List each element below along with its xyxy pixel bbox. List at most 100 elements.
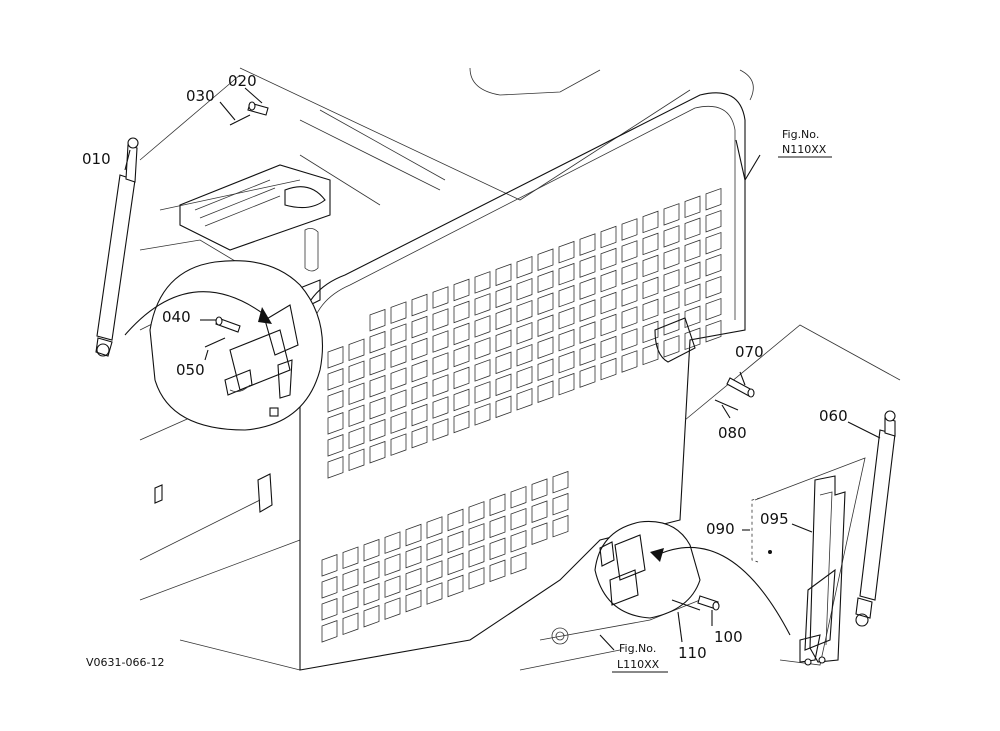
mesh-cell [621, 240, 638, 263]
mesh-cell [369, 396, 386, 420]
mesh-cell [642, 320, 659, 344]
mesh-cell [510, 551, 527, 575]
detail-arrow-left [124, 291, 266, 336]
mesh-cell [468, 545, 485, 568]
mesh-cell [489, 537, 506, 561]
mesh-cell [348, 360, 365, 384]
pin-070 [726, 377, 755, 398]
mesh-cell [474, 403, 491, 426]
mesh-cell [426, 582, 443, 605]
fig-ref-n110xx-line1: Fig.No. [782, 128, 819, 141]
mesh-cell [516, 255, 533, 279]
mesh-cell [390, 411, 407, 434]
mesh-cell [531, 522, 548, 545]
fig-ref-l110xx-line1: Fig.No. [619, 642, 656, 655]
mesh-cell [363, 604, 380, 628]
pin-020 [247, 101, 269, 116]
mesh-cell [558, 240, 575, 264]
mesh-cell [495, 351, 512, 375]
mesh-cell [348, 338, 365, 362]
mesh-cell [705, 231, 722, 255]
mesh-cell [411, 403, 428, 427]
mesh-cell [432, 308, 449, 331]
mesh-cell [552, 470, 569, 494]
mesh-cell [321, 554, 338, 577]
mesh-cell [432, 352, 449, 375]
cab-roof-vents [179, 164, 331, 251]
callout-090: 090 [706, 520, 735, 538]
callout-030: 030 [186, 87, 215, 105]
front-screen-panel [299, 92, 746, 671]
mesh-cell [474, 315, 491, 338]
detail-arrow-right [654, 546, 791, 636]
mesh-cell [621, 262, 638, 285]
callout-020: 020 [228, 72, 257, 90]
mesh-cell [405, 589, 422, 613]
mesh-cell [453, 388, 470, 412]
mesh-cell [642, 254, 659, 278]
mesh-cell [558, 372, 575, 396]
mesh-cell [342, 568, 359, 592]
mesh-cell [531, 478, 548, 501]
mesh-cell [600, 313, 617, 337]
mesh-cell [705, 187, 722, 211]
mesh-cell [405, 523, 422, 547]
screen-mesh-grid [321, 187, 722, 643]
mesh-cell [411, 293, 428, 317]
mesh-cell [537, 248, 554, 271]
mesh-cell [663, 203, 680, 226]
mesh-cell [705, 319, 722, 343]
mesh-cell [432, 396, 449, 419]
mesh-cell [327, 456, 344, 479]
mesh-cell [384, 553, 401, 576]
mesh-cell [327, 346, 344, 369]
mesh-cell [432, 374, 449, 397]
callout-070: 070 [735, 343, 764, 361]
callout-080: 080 [718, 424, 747, 442]
mesh-cell [321, 598, 338, 621]
mesh-cell [363, 582, 380, 606]
mesh-cell [453, 300, 470, 324]
mesh-cell [516, 277, 533, 301]
mesh-cell [684, 195, 701, 219]
mesh-cell [621, 218, 638, 241]
mesh-cell [474, 381, 491, 404]
mesh-cell [579, 343, 596, 366]
mesh-cell [558, 350, 575, 374]
mesh-cell [327, 434, 344, 457]
callout-labels: 010 020 030 040 050 060 070 080 090 095 … [82, 72, 848, 662]
mesh-cell [411, 337, 428, 361]
mesh-cell [537, 358, 554, 381]
callout-095: 095 [760, 510, 789, 528]
mesh-cell [411, 359, 428, 383]
mesh-cell [516, 321, 533, 345]
mesh-cell [579, 277, 596, 300]
mesh-cell [411, 315, 428, 339]
callout-040: 040 [162, 308, 191, 326]
mesh-cell [489, 493, 506, 517]
fig-ref-n110xx-line2: N110XX [782, 143, 827, 156]
pin-100 [697, 595, 720, 611]
mesh-cell [516, 387, 533, 411]
mesh-cell [405, 545, 422, 569]
mesh-cell [426, 538, 443, 561]
mesh-cell [642, 276, 659, 300]
mesh-cell [684, 283, 701, 307]
mesh-cell [426, 560, 443, 583]
pin-110 [671, 599, 701, 611]
mesh-cell [663, 291, 680, 314]
detail-circle-right [594, 520, 701, 619]
mesh-cell [342, 590, 359, 614]
mesh-cell [489, 559, 506, 583]
detail-arrowhead-left [258, 307, 272, 324]
mesh-cell [474, 359, 491, 382]
mesh-cell [663, 269, 680, 292]
mesh-cell [474, 293, 491, 316]
mesh-cell [390, 345, 407, 368]
mesh-cell [579, 365, 596, 388]
mesh-cell [489, 515, 506, 539]
mesh-cell [537, 292, 554, 315]
detail-arrowhead-right [650, 548, 664, 562]
mesh-cell [705, 275, 722, 299]
